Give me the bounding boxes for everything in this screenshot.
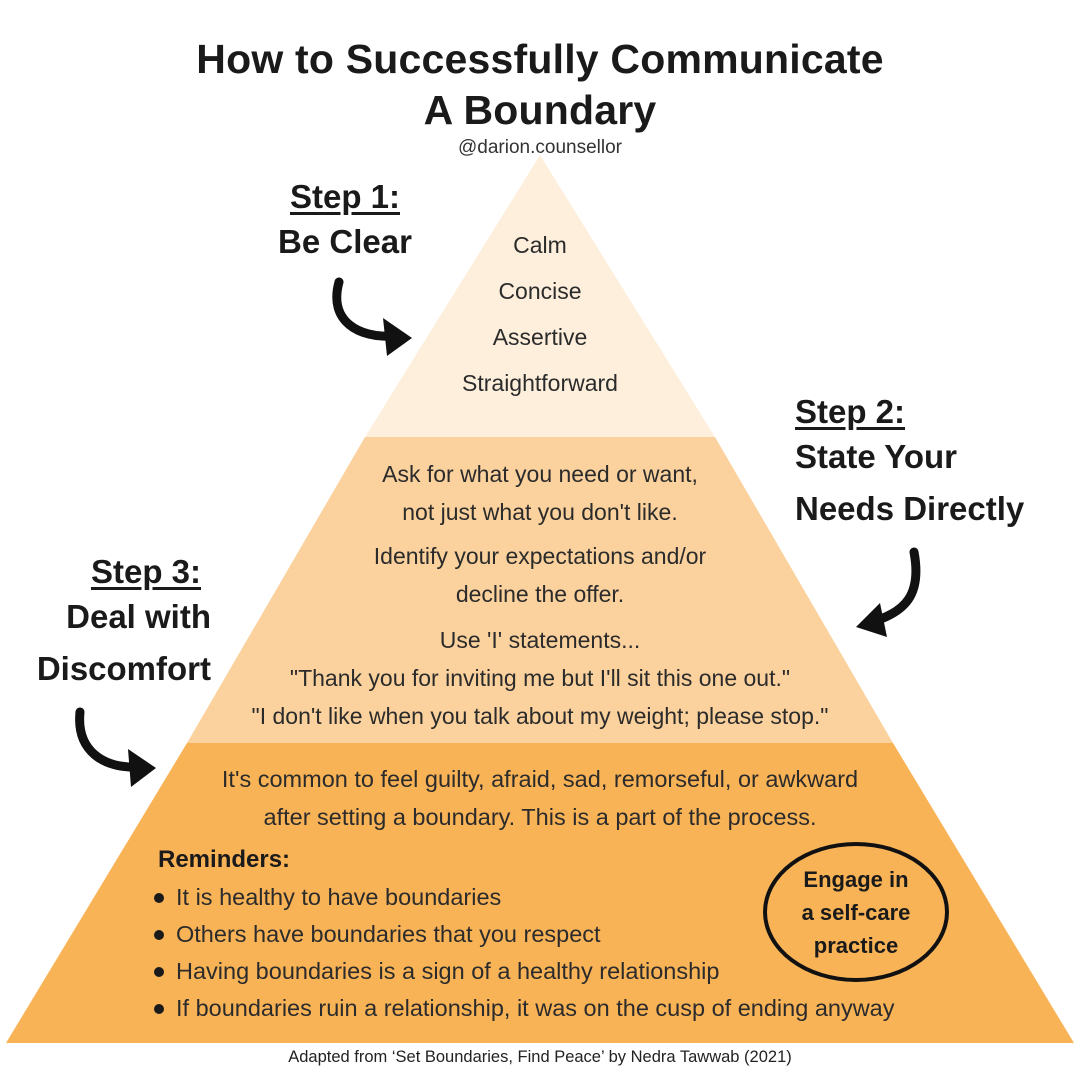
- tier-top-item: Straightforward: [462, 370, 618, 396]
- step-2-name-line-2: Needs Directly: [795, 490, 1025, 527]
- step-1-label: Step 1: Be Clear: [260, 178, 430, 268]
- oval-line: a self-care: [801, 899, 911, 925]
- tier-middle-line: "Thank you for inviting me but I'll sit …: [289, 665, 791, 691]
- step-1-name: Be Clear: [278, 223, 412, 260]
- list-item: Having boundaries is a sign of a healthy…: [150, 953, 895, 990]
- arrow-step-3-head: [128, 749, 156, 787]
- tier-middle-para-2: Identify your expectations and/or declin…: [0, 537, 1080, 613]
- oval-line: practice: [813, 932, 899, 958]
- pyramid-tier-middle: [187, 437, 893, 743]
- author-handle: @darion.counsellor: [458, 137, 622, 158]
- source-credit: Adapted from ‘Set Boundaries, Find Peace…: [288, 1048, 792, 1066]
- tier-middle-para-1: Ask for what you need or want, not just …: [0, 455, 1080, 531]
- oval-line: Engage in: [803, 866, 909, 892]
- step-2-name-line-1: State Your: [795, 438, 957, 475]
- tier-bottom-intro-line: It's common to feel guilty, afraid, sad,…: [221, 766, 859, 792]
- tier-bottom-intro: It's common to feel guilty, afraid, sad,…: [0, 760, 1080, 836]
- step-3-number: Step 3:: [90, 553, 201, 590]
- tier-middle-line: Use 'I' statements...: [439, 627, 641, 653]
- step-2-label: Step 2: State Your Needs Directly: [795, 393, 1065, 535]
- tier-middle-line: Identify your expectations and/or: [373, 543, 707, 569]
- tier-middle-line: Ask for what you need or want,: [382, 461, 698, 487]
- arrow-step-1-head: [383, 318, 412, 356]
- tier-middle-line: "I don't like when you talk about my wei…: [251, 703, 829, 729]
- title-line-2: A Boundary: [423, 87, 657, 133]
- arrow-step-1-icon: [332, 277, 397, 341]
- step-3-name-line-1: Deal with: [66, 598, 211, 635]
- pyramid-tier-top: [365, 155, 715, 437]
- tier-middle-line: decline the offer.: [455, 581, 625, 607]
- list-item: Others have boundaries that you respect: [150, 916, 895, 953]
- tier-top-list: Calm Concise Assertive Straightforward: [0, 222, 1080, 406]
- reminders-list: It is healthy to have boundaries Others …: [150, 879, 895, 1027]
- tier-bottom-intro-line: after setting a boundary. This is a part…: [263, 804, 817, 830]
- reminders-heading: Reminders:: [158, 846, 291, 873]
- step-3-name-line-2: Discomfort: [36, 650, 211, 687]
- title-line-1: How to Successfully Communicate: [196, 36, 884, 82]
- step-2-number: Step 2:: [795, 393, 906, 430]
- tier-middle-line: not just what you don't like.: [402, 499, 678, 525]
- tier-middle-para-3: Use 'I' statements... "Thank you for inv…: [0, 621, 1080, 735]
- self-care-oval: Engage in a self-care practice: [763, 842, 949, 982]
- arrow-step-3-icon: [75, 707, 141, 772]
- list-item: If boundaries ruin a relationship, it wa…: [150, 990, 895, 1027]
- list-item: It is healthy to have boundaries: [150, 879, 895, 916]
- arrow-step-2-head: [856, 603, 887, 637]
- step-3-label: Step 3: Deal with Discomfort: [10, 553, 245, 695]
- step-1-number: Step 1:: [289, 178, 401, 215]
- tier-top-item: Concise: [498, 278, 582, 304]
- tier-top-item: Assertive: [492, 324, 588, 350]
- tier-top-item: Calm: [513, 232, 567, 258]
